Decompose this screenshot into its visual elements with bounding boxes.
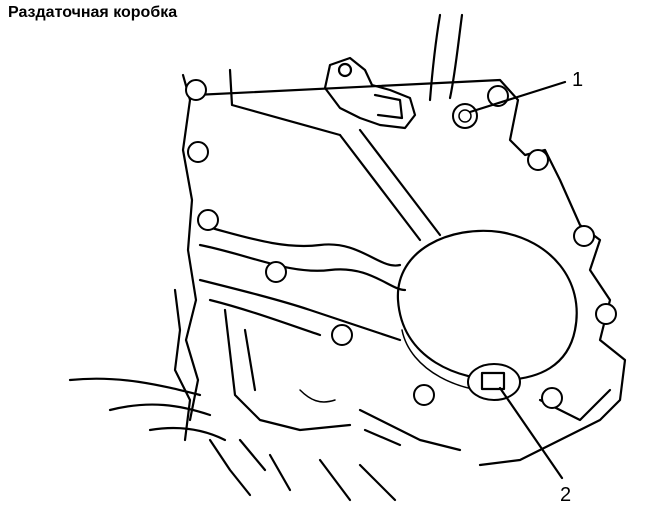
callout-1-label: 1 [572, 69, 583, 91]
callout-2-label: 2 [560, 484, 571, 506]
lower-left-structure [68, 288, 397, 502]
cables [428, 13, 464, 102]
housing-outline [181, 68, 627, 467]
callout-leaders [468, 80, 567, 480]
fill-plug [452, 103, 478, 129]
drain-plug [467, 363, 521, 401]
diagram-title: Раздаточная коробка [8, 4, 178, 21]
sensor-switch [323, 56, 417, 130]
housing-bolts [185, 79, 617, 409]
